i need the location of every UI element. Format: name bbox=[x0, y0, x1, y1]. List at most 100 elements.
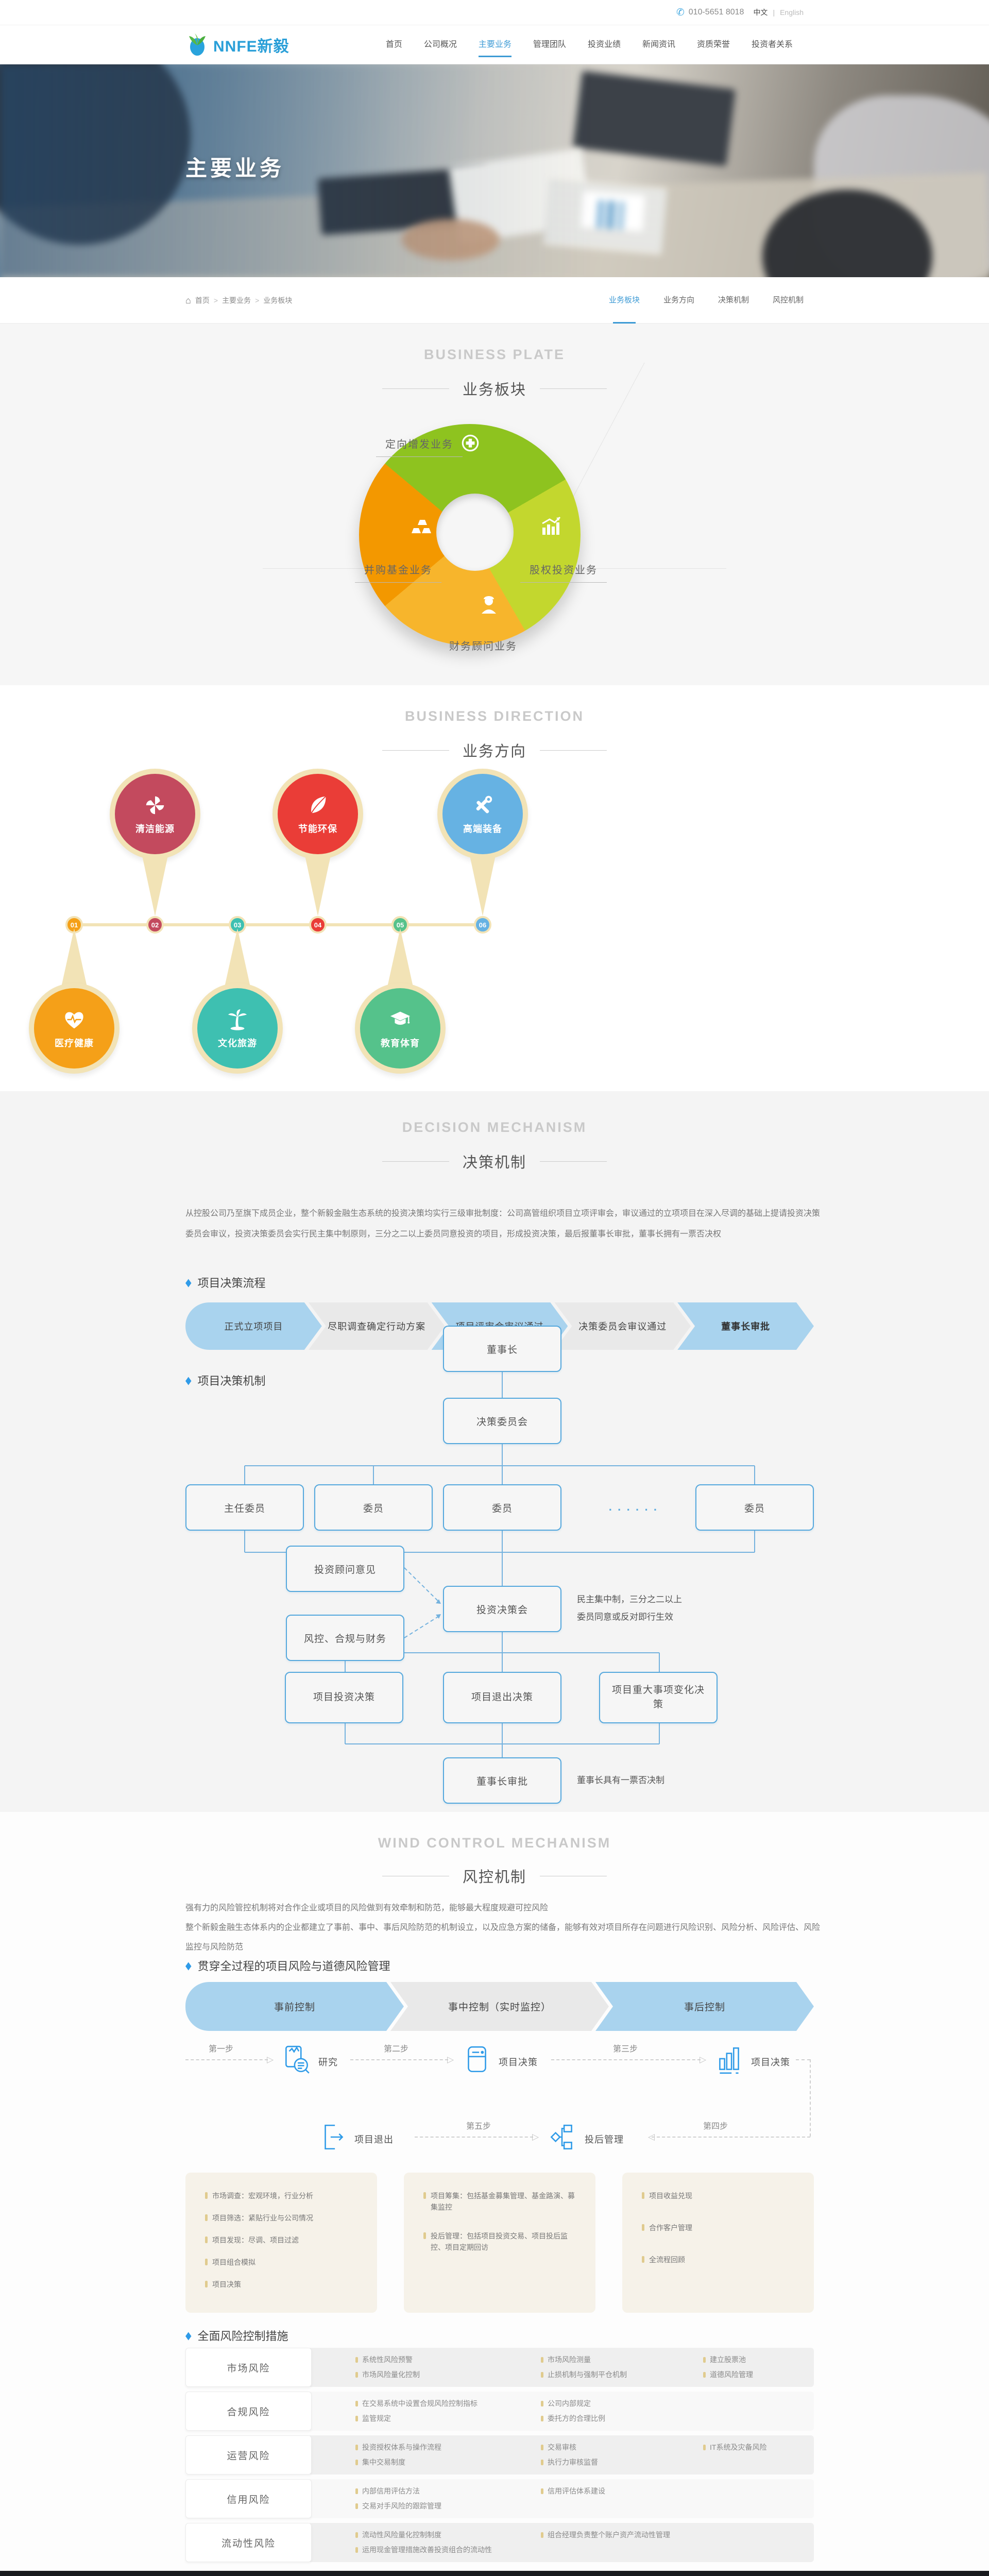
dashed-connector bbox=[796, 2059, 810, 2060]
pin-label: 教育体育 bbox=[381, 1038, 420, 1048]
breadcrumb-item-business[interactable]: 主要业务 bbox=[222, 296, 251, 304]
section-title-cn: 业务板块 bbox=[185, 378, 804, 399]
step-label-4: 第四步 bbox=[703, 2122, 728, 2131]
org-chief-member: 主任委员 bbox=[185, 1484, 304, 1531]
step-label-2: 第二步 bbox=[384, 2045, 409, 2054]
phase-box-during: 项目筹集：包括基金募集管理、基金路演、募集监控 投后管理：包括项目投资交易、项目… bbox=[404, 2173, 595, 2313]
section-decision-mechanism: DECISION MECHANISM 决策机制 从控股公司乃至旗下成员企业，整个… bbox=[0, 1091, 989, 1812]
pin-tail bbox=[224, 928, 251, 989]
utility-bar: ✆ 010-5651 8018 中文 | English bbox=[0, 0, 989, 25]
decision-org-chart: 董事长 决策委员会 主任委员 委员 委员 · · · · · · 委员 投资顾问… bbox=[185, 1326, 814, 1805]
nav-item-performance[interactable]: 投资业绩 bbox=[587, 40, 621, 49]
graduation-cap-icon bbox=[390, 1011, 411, 1025]
org-ellipsis: · · · · · · bbox=[608, 1503, 659, 1516]
logo-text: NNFE新毅 bbox=[213, 38, 289, 55]
process-subtitle: ◆ 贯穿全过程的项目风险与道德风险管理 bbox=[185, 1957, 390, 1974]
org-member: 委员 bbox=[443, 1484, 561, 1531]
arrow-right-icon: ▷ bbox=[700, 2055, 707, 2064]
gold-ingots-icon bbox=[412, 520, 431, 533]
tab-business-direction[interactable]: 业务方向 bbox=[663, 296, 694, 304]
arrow-right-icon: ▷ bbox=[532, 2132, 539, 2142]
lang-en[interactable]: English bbox=[780, 8, 804, 16]
plate-label-placement[interactable]: 定向增发业务 bbox=[376, 436, 463, 457]
bullet-marker bbox=[423, 2232, 426, 2239]
nav-item-home[interactable]: 首页 bbox=[385, 40, 402, 49]
dashed-connector bbox=[350, 2059, 448, 2060]
bullet-marker bbox=[423, 2192, 426, 2199]
plate-label-advisory[interactable]: 财务顾问业务 bbox=[449, 641, 517, 652]
nav-item-business[interactable]: 主要业务 bbox=[468, 25, 522, 64]
arrow-right-icon: ▷ bbox=[447, 2055, 454, 2064]
step-name-post-management: 投后管理 bbox=[585, 2134, 624, 2145]
section-title-en: WIND CONTROL MECHANISM bbox=[378, 1835, 611, 1851]
bullet-marker bbox=[205, 2236, 208, 2243]
table-row-credit-risk: 信用风险 内部信用评估方法 交易对手风险的跟踪管理 信用评估体系建设 bbox=[185, 2479, 814, 2518]
direction-pin-environment[interactable]: 节能环保 bbox=[272, 769, 363, 916]
step-label-3: 第三步 bbox=[613, 2045, 638, 2054]
advisor-person-icon bbox=[482, 596, 496, 614]
direction-pin-clean-energy[interactable]: 清洁能源 bbox=[110, 769, 200, 916]
plate-label-equity[interactable]: 股权投资业务 bbox=[520, 562, 607, 583]
direction-pin-education[interactable]: 教育体育 bbox=[355, 928, 446, 1074]
nav-item-news[interactable]: 新闻资讯 bbox=[642, 40, 675, 49]
bullet-marker bbox=[205, 2192, 208, 2199]
flow-step-5: 董事长审批 bbox=[677, 1302, 814, 1350]
tab-business-plate[interactable]: 业务板块 bbox=[609, 277, 640, 324]
direction-pin-tourism[interactable]: 文化旅游 bbox=[192, 928, 283, 1074]
nav-menu: 首页 公司概况 主要业务 管理团队 投资业绩 新闻资讯 资质荣誉 投资者关系 bbox=[375, 25, 804, 64]
lang-zh[interactable]: 中文 bbox=[753, 8, 768, 16]
org-outcome-invest: 项目投资决策 bbox=[285, 1672, 403, 1723]
bullet-marker bbox=[642, 2192, 644, 2199]
step-label-5: 第五步 bbox=[466, 2122, 491, 2131]
nav-item-honor[interactable]: 资质荣誉 bbox=[696, 40, 730, 49]
pin-tail bbox=[304, 853, 331, 916]
phase-before: 事前控制 bbox=[185, 1982, 404, 2031]
org-risk-compliance: 风控、合规与财务 bbox=[286, 1615, 404, 1661]
flow-subtitle-text: 项目决策流程 bbox=[197, 1277, 266, 1290]
direction-pin-equipment[interactable]: 高端装备 bbox=[437, 769, 528, 916]
dashed-connector bbox=[185, 2059, 268, 2060]
phase-box-after: 项目收益兑现 合作客户管理 全流程回顾 bbox=[622, 2173, 814, 2313]
org-connectors bbox=[244, 1372, 755, 1757]
bullet-marker bbox=[205, 2259, 208, 2265]
flow-step-4: 决策委员会审议通过 bbox=[554, 1302, 691, 1350]
flow-step-2: 尽职调查确定行动方案 bbox=[309, 1302, 445, 1350]
dashed-connector bbox=[415, 2137, 533, 2138]
phase-after: 事后控制 bbox=[595, 1982, 814, 2031]
breadcrumb-item-plate[interactable]: 业务板块 bbox=[263, 296, 293, 304]
tab-wind-control[interactable]: 风控机制 bbox=[772, 296, 804, 304]
row-band bbox=[308, 2392, 814, 2431]
section-wind-control: WIND CONTROL MECHANISM 风控机制 强有力的风险管控机制将对… bbox=[0, 1812, 989, 2571]
pin-label: 清洁能源 bbox=[135, 823, 175, 834]
nav-item-company[interactable]: 公司概况 bbox=[423, 40, 457, 49]
pin-label: 节能环保 bbox=[298, 823, 337, 834]
pin-tail bbox=[61, 928, 88, 989]
row-label: 运营风险 bbox=[185, 2435, 312, 2475]
nav-item-team[interactable]: 管理团队 bbox=[533, 40, 566, 49]
post-management-icon bbox=[550, 2124, 572, 2150]
wind-paragraph-1: 强有力的风险管控机制将对合作企业或项目的风险做到有效牵制和防范，能够最大程度规避… bbox=[185, 1904, 549, 1912]
tab-decision-mechanism[interactable]: 决策机制 bbox=[718, 296, 749, 304]
growth-chart-icon bbox=[542, 516, 561, 535]
nav-item-investor[interactable]: 投资者关系 bbox=[751, 40, 793, 49]
breadcrumb: ⌂ 首页 > 主要业务 > 业务板块 bbox=[185, 295, 292, 306]
measures-subtitle: ◆ 全面风险控制措施 bbox=[185, 2327, 288, 2344]
contact-phone[interactable]: ✆ 010-5651 8018 bbox=[676, 7, 744, 19]
org-subtitle: ◆ 项目决策机制 bbox=[185, 1372, 266, 1388]
footer-overlay bbox=[0, 2571, 989, 2576]
section-title-cn: 业务方向 bbox=[0, 739, 989, 761]
pin-tail bbox=[142, 853, 168, 916]
filing-icon bbox=[468, 2046, 486, 2073]
breadcrumb-home[interactable]: 首页 bbox=[195, 296, 210, 304]
main-navigation: NNFE新毅 首页 公司概况 主要业务 管理团队 投资业绩 新闻资讯 资质荣誉 … bbox=[0, 25, 989, 64]
logo-leaf-icon bbox=[189, 33, 206, 56]
arrow-right-icon: ▷ bbox=[267, 2055, 274, 2064]
plate-label-fund[interactable]: 并购基金业务 bbox=[355, 562, 441, 583]
logo[interactable]: NNFE新毅 bbox=[185, 33, 289, 57]
bullet-marker bbox=[205, 2214, 208, 2221]
org-member: 委员 bbox=[695, 1484, 814, 1531]
org-meeting-note: 民主集中制，三分之二以上 委员同意或反对即行生效 bbox=[577, 1595, 682, 1622]
phase-during: 事中控制（实时监控） bbox=[390, 1982, 609, 2031]
direction-pin-healthcare[interactable]: 医疗健康 bbox=[29, 928, 120, 1074]
org-subtitle-text: 项目决策机制 bbox=[197, 1375, 266, 1387]
